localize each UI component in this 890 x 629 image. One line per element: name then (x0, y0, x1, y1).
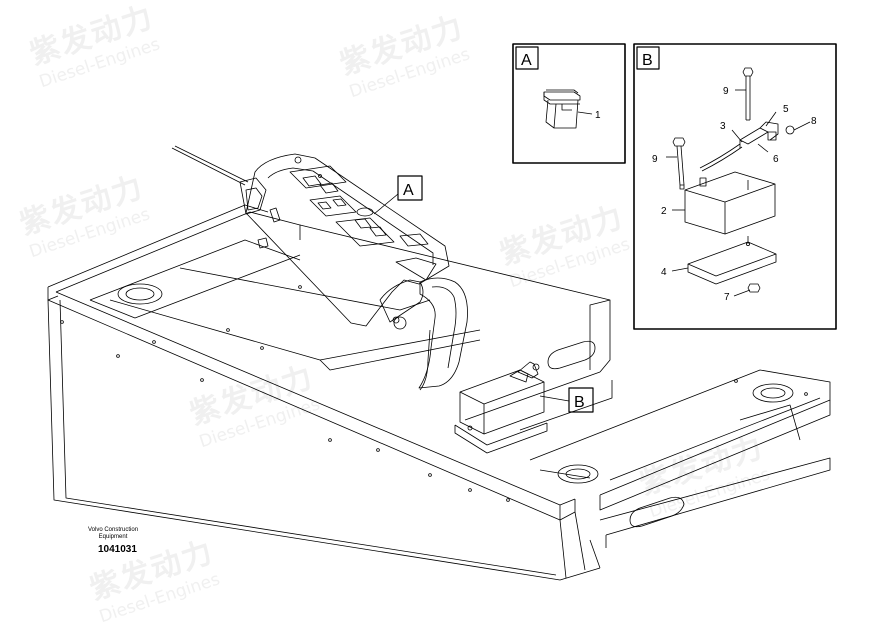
relay-box-detail (672, 171, 776, 244)
part-number: 5 (783, 104, 789, 115)
manufacturer-line-2: Equipment (98, 534, 128, 540)
part-number: 8 (811, 116, 817, 127)
part-number: 6 (773, 154, 779, 165)
bracket-assembly (699, 111, 811, 172)
detail-b-panel (633, 43, 837, 330)
manufacturer-line-1: Volvo Construction (88, 527, 139, 533)
screw (733, 283, 761, 297)
control-console (171, 145, 468, 391)
part-number: 3 (720, 121, 726, 132)
part-number: 2 (661, 206, 667, 217)
document-number: 1041031 (98, 544, 137, 555)
rocker-switch (543, 89, 593, 129)
part-number: 9 (723, 86, 729, 97)
bolt-upper (735, 67, 754, 121)
part-number: 7 (724, 292, 730, 303)
detail-a-title: A (521, 52, 532, 69)
mounting-plate (671, 241, 777, 285)
relay-box-on-frame (454, 361, 548, 454)
callout-a-label: A (403, 182, 414, 199)
part-number: 9 (652, 154, 658, 165)
callout-b (539, 387, 594, 413)
machine-frame (47, 204, 831, 581)
part-number: 4 (661, 267, 667, 278)
detail-a-panel (512, 43, 626, 164)
bolt-lower (666, 137, 707, 190)
part-number: 1 (595, 110, 601, 121)
manufacturer-label: Volvo Construction Equipment (88, 527, 138, 541)
detail-b-title: B (642, 52, 653, 69)
callout-a (373, 175, 423, 215)
callout-b-label: B (574, 394, 585, 411)
